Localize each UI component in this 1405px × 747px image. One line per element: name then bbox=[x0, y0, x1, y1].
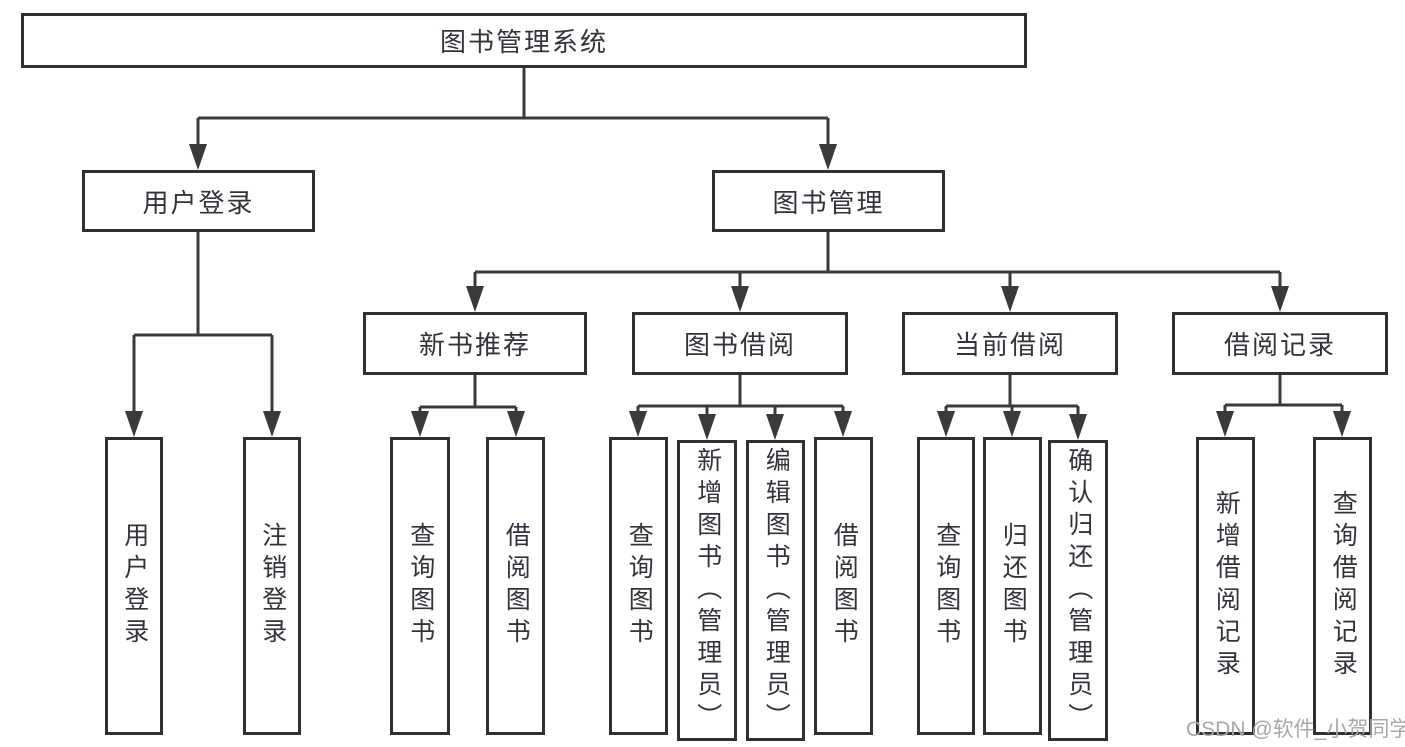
arrowhead-icon bbox=[263, 411, 281, 437]
leaf-edit-book-admin: 编辑图书（管理员） bbox=[746, 440, 805, 741]
leaf-confirm-return-admin-label: 确认归还（管理员） bbox=[1064, 446, 1093, 735]
leaf-borrow-books-1-label: 借阅图书 bbox=[502, 522, 531, 650]
arrowhead-icon bbox=[507, 411, 525, 437]
arrowhead-icon bbox=[1333, 411, 1351, 437]
connector-root-to-level2 bbox=[189, 68, 837, 170]
connector-current-borrow-children bbox=[937, 375, 1087, 440]
arrowhead-icon bbox=[1069, 414, 1087, 440]
connector-borrow-records-children bbox=[1216, 375, 1351, 437]
arrowhead-icon bbox=[819, 144, 837, 170]
leaf-add-book-admin-label: 新增图书（管理员） bbox=[693, 446, 722, 735]
node-current-borrow: 当前借阅 bbox=[902, 312, 1118, 375]
arrowhead-icon bbox=[731, 286, 749, 312]
arrowhead-icon bbox=[698, 414, 716, 440]
arrowhead-icon bbox=[1271, 286, 1289, 312]
arrowhead-icon bbox=[125, 411, 143, 437]
node-book-management: 图书管理 bbox=[712, 170, 945, 232]
leaf-add-borrow-record: 新增借阅记录 bbox=[1196, 437, 1255, 735]
arrowhead-icon bbox=[1003, 411, 1021, 437]
leaf-query-borrow-record: 查询借阅记录 bbox=[1313, 437, 1372, 735]
leaf-query-books-3-label: 查询图书 bbox=[932, 522, 961, 650]
watermark: CSDN @软件_小贺同学 bbox=[1186, 718, 1405, 741]
connector-user-login-children bbox=[125, 232, 281, 437]
node-borrow-records: 借阅记录 bbox=[1172, 312, 1388, 375]
arrowhead-icon bbox=[189, 144, 207, 170]
arrowhead-icon bbox=[411, 411, 429, 437]
arrowhead-icon bbox=[937, 411, 955, 437]
leaf-edit-book-admin-label: 编辑图书（管理员） bbox=[762, 446, 791, 735]
node-new-book-recommend: 新书推荐 bbox=[363, 312, 587, 375]
leaf-query-books-2-label: 查询图书 bbox=[625, 522, 654, 650]
arrowhead-icon bbox=[766, 414, 784, 440]
leaf-query-books-1: 查询图书 bbox=[390, 437, 450, 735]
leaf-confirm-return-admin: 确认归还（管理员） bbox=[1048, 440, 1108, 741]
leaf-query-books-3: 查询图书 bbox=[917, 437, 975, 735]
arrowhead-icon bbox=[1216, 411, 1234, 437]
node-book-borrow: 图书借阅 bbox=[632, 312, 848, 375]
leaf-return-book-label: 归还图书 bbox=[999, 522, 1028, 650]
leaf-user-login: 用户登录 bbox=[105, 437, 163, 735]
leaf-borrow-books-2: 借阅图书 bbox=[814, 437, 873, 735]
leaf-logout-label: 注销登录 bbox=[258, 522, 287, 650]
leaf-query-books-1-label: 查询图书 bbox=[406, 522, 435, 650]
leaf-add-book-admin: 新增图书（管理员） bbox=[677, 440, 737, 741]
leaf-query-borrow-record-label: 查询借阅记录 bbox=[1329, 490, 1358, 682]
arrowhead-icon bbox=[834, 411, 852, 437]
leaf-borrow-books-2-label: 借阅图书 bbox=[830, 522, 859, 650]
connector-new-book-children bbox=[411, 375, 525, 437]
leaf-logout: 注销登录 bbox=[243, 437, 301, 735]
arrowhead-icon bbox=[1001, 286, 1019, 312]
arrowhead-icon bbox=[629, 411, 647, 437]
leaf-add-borrow-record-label: 新增借阅记录 bbox=[1212, 490, 1241, 682]
leaf-user-login-label: 用户登录 bbox=[120, 522, 149, 650]
leaf-return-book: 归还图书 bbox=[983, 437, 1042, 735]
connector-book-management-children bbox=[466, 232, 1289, 312]
leaf-query-books-2: 查询图书 bbox=[609, 437, 668, 735]
leaf-borrow-books-1: 借阅图书 bbox=[486, 437, 545, 735]
connector-book-borrow-children bbox=[629, 375, 852, 440]
node-user-login: 用户登录 bbox=[82, 170, 315, 232]
node-root: 图书管理系统 bbox=[21, 13, 1027, 68]
arrowhead-icon bbox=[466, 286, 484, 312]
